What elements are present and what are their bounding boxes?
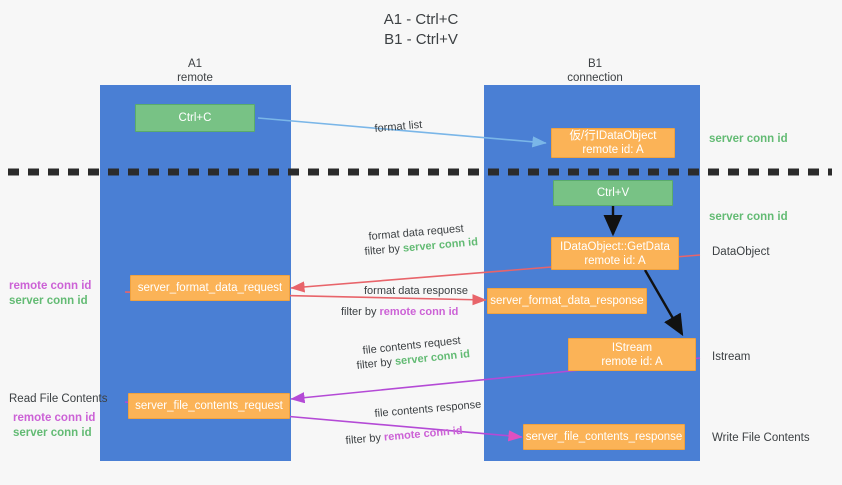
node-server-format-data-response-label: server_format_data_response <box>490 295 644 307</box>
side-label-read-file-contents: Read File Contents <box>9 393 108 405</box>
edge-label-file-contents-response-line1: file contents response <box>374 398 482 420</box>
node-ctrl-v[interactable]: Ctrl+V <box>553 180 673 206</box>
node-server-format-data-request[interactable]: server_format_data_request <box>130 275 290 301</box>
lane-b1-name: B1 <box>587 58 603 70</box>
side-label-write-file-contents: Write File Contents <box>712 432 810 444</box>
node-server-file-contents-request-label: server_file_contents_request <box>135 400 283 412</box>
title-line-2: B1 - Ctrl+V <box>384 31 458 48</box>
node-istream[interactable]: IStream remote id: A <box>568 338 696 371</box>
lane-a1-sub: remote <box>177 72 213 84</box>
filter-prefix: filter by <box>364 242 404 258</box>
filter-prefix: filter by <box>345 431 385 447</box>
node-istream-line2: remote id: A <box>601 355 663 368</box>
title-line-1: A1 - Ctrl+C <box>383 11 459 28</box>
filter-key-remote-conn-id: remote conn id <box>383 424 464 444</box>
node-getdata[interactable]: IDataObject::GetData remote id: A <box>551 237 679 270</box>
node-ctrl-c[interactable]: Ctrl+C <box>135 104 255 132</box>
node-server-file-contents-response[interactable]: server_file_contents_response <box>523 424 685 450</box>
lane-header-b1: B1 connection <box>535 57 655 85</box>
edge-label-format-data-response-line1: format data response <box>364 285 468 297</box>
edge-label-format-list: format list <box>374 118 423 135</box>
edge-label-file-contents-response-filter: filter by remote conn id <box>345 424 463 448</box>
node-getdata-line2: remote id: A <box>584 254 646 267</box>
lane-a1-name: A1 <box>187 58 203 70</box>
node-server-file-contents-request[interactable]: server_file_contents_request <box>128 393 290 419</box>
node-server-file-contents-response-label: server_file_contents_response <box>525 431 683 443</box>
side-label-server-conn-id-2: server conn id <box>13 427 92 439</box>
filter-key-remote-conn-id: remote conn id <box>379 306 459 318</box>
node-idataobject-top-line1: 仮/行IDataObject <box>569 130 657 142</box>
lane-b1-sub: connection <box>567 72 623 84</box>
diagram-title: A1 - Ctrl+C B1 - Ctrl+V <box>0 10 842 50</box>
node-ctrl-v-label: Ctrl+V <box>596 187 630 199</box>
side-label-dataobject: DataObject <box>712 246 770 258</box>
node-istream-line1: IStream <box>611 341 653 354</box>
side-label-server-conn-id-mid: server conn id <box>709 211 788 223</box>
node-ctrl-c-label: Ctrl+C <box>178 112 212 124</box>
node-server-format-data-request-label: server_format_data_request <box>137 282 283 294</box>
lane-header-a1: A1 remote <box>135 57 255 85</box>
node-server-format-data-response[interactable]: server_format_data_response <box>487 288 647 314</box>
side-label-remote-conn-id-2: remote conn id <box>13 412 96 424</box>
filter-prefix: filter by <box>356 355 396 372</box>
side-label-remote-conn-id-1: remote conn id <box>9 280 92 292</box>
edge-label-format-data-response-filter: filter by remote conn id <box>341 305 458 319</box>
side-label-server-conn-id-top: server conn id <box>709 133 788 145</box>
node-getdata-line1: IDataObject::GetData <box>560 240 670 253</box>
filter-prefix: filter by <box>341 306 380 318</box>
node-idataobject-top[interactable]: 仮/行IDataObject remote id: A <box>551 128 675 158</box>
side-label-istream: Istream <box>712 351 751 363</box>
side-label-server-conn-id-1: server conn id <box>9 295 88 307</box>
node-idataobject-top-line2: remote id: A <box>582 144 644 156</box>
